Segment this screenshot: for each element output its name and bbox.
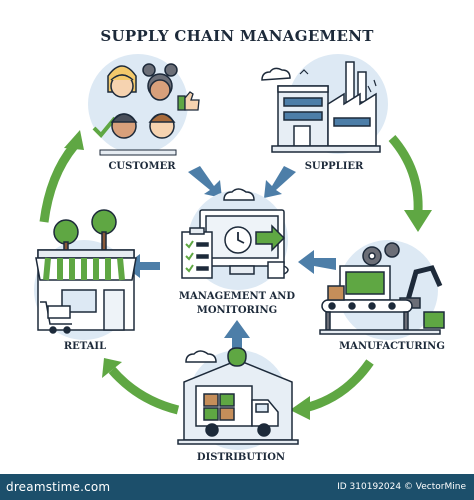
cloud-icon — [185, 350, 217, 363]
cycle-arrows — [39, 135, 423, 415]
customer-person-3 — [110, 113, 138, 139]
customer-person-4 — [148, 113, 176, 139]
customer-person-2 — [142, 63, 178, 101]
location-pin-icon — [227, 347, 247, 367]
supplier-illustration — [261, 54, 388, 154]
cycle-arrowheads — [64, 130, 432, 420]
checkmark-icon — [92, 116, 117, 138]
arrowhead-distribution — [290, 396, 310, 420]
management-illustration — [181, 188, 289, 290]
cloud-icon — [223, 188, 255, 201]
arrowhead-retail — [102, 358, 122, 378]
center-label-line2: MONITORING — [196, 305, 278, 316]
tree-icon — [53, 219, 79, 245]
arrow-customer-to-center — [188, 166, 222, 198]
arrow-retail-to-customer — [39, 143, 78, 223]
gear-icon — [384, 242, 400, 258]
stage-label-supplier: SUPPLIER — [304, 161, 364, 172]
cloud-icon — [261, 67, 291, 81]
diagram-canvas — [34, 54, 445, 450]
manufacturing-illustration — [319, 240, 445, 340]
arrowhead-customer — [64, 130, 84, 150]
coffee-mug-icon — [267, 261, 285, 279]
arrow-distribution-to-retail — [108, 366, 180, 415]
stage-label-retail: RETAIL — [63, 341, 107, 352]
footer-brand: dreamstime.com — [6, 480, 111, 494]
footer-credit: ID 310192024 © VectorMine — [337, 482, 466, 492]
thumbs-up-icon — [177, 91, 200, 111]
center-label: MANAGEMENT AND MONITORING — [162, 290, 312, 318]
arrow-manufacturing-to-distribution — [303, 359, 374, 413]
stage-label-customer: CUSTOMER — [108, 161, 176, 172]
arrow-supplier-to-center — [264, 166, 296, 198]
customer-person-1 — [107, 65, 137, 98]
center-label-line1: MANAGEMENT AND — [178, 291, 296, 302]
robot-arm-icon — [405, 265, 443, 301]
page-title: SUPPLY CHAIN MANAGEMENT — [100, 27, 374, 45]
arrow-manufacturing-to-center — [298, 250, 336, 274]
stage-label-distribution: DISTRIBUTION — [196, 452, 286, 463]
footer-bar: dreamstime.com ID 310192024 © VectorMine — [0, 474, 474, 500]
distribution-illustration — [177, 347, 299, 450]
arrow-distribution-to-center — [224, 320, 250, 352]
arrow-supplier-to-manufacturing — [388, 135, 423, 213]
stage-label-manufacturing: MANUFACTURING — [339, 341, 445, 352]
arrowhead-manufacturing — [404, 210, 432, 232]
retail-illustration — [34, 209, 137, 340]
customer-illustration — [88, 54, 200, 156]
tree-icon — [91, 209, 117, 235]
